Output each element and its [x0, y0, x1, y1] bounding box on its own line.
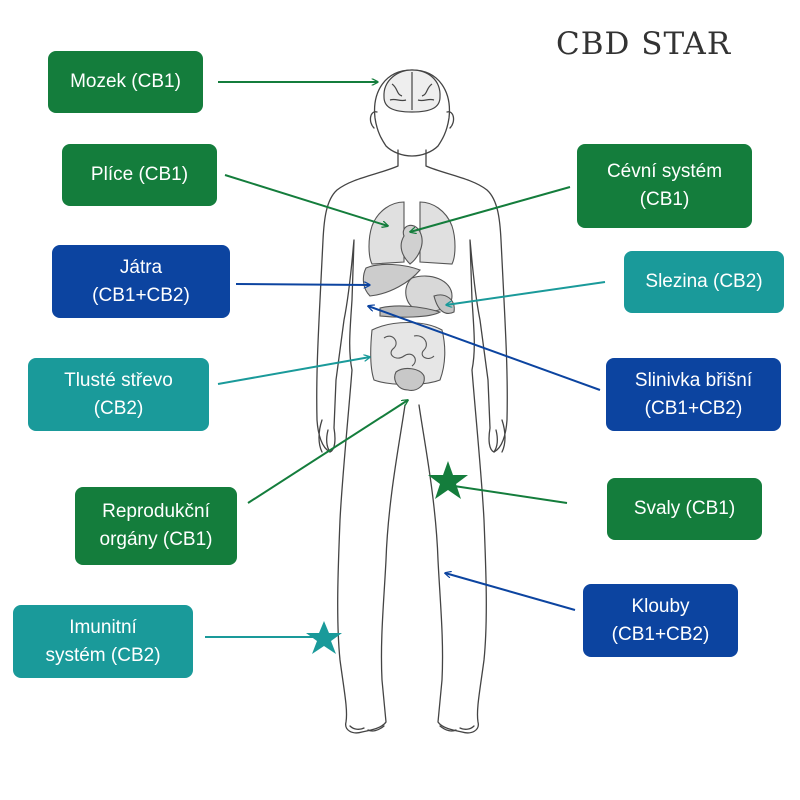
brain-icon	[383, 69, 441, 113]
body-left	[316, 149, 406, 734]
label-text: Slinivka břišní	[634, 369, 753, 391]
label-text: Tlusté střevo	[64, 369, 173, 391]
label-immune-system: Imunitní systém (CB2)	[13, 605, 193, 678]
body-right	[418, 149, 508, 734]
label-spleen: Slezina (CB2)	[624, 251, 784, 313]
label-joints: Klouby (CB1+CB2)	[583, 584, 738, 657]
label-text: systém (CB2)	[45, 644, 161, 666]
ear-right	[446, 111, 455, 129]
liver-icon	[362, 263, 421, 297]
arrow-plice	[224, 174, 388, 226]
arrow-svaly	[453, 485, 568, 504]
label-brain: Mozek (CB1)	[48, 51, 203, 113]
lung-left	[368, 201, 405, 265]
foot-left	[349, 725, 385, 732]
label-lungs: Plíce (CB1)	[62, 144, 217, 206]
spleen-icon	[433, 294, 455, 314]
lungs-icon	[368, 201, 456, 265]
pancreas-icon	[379, 305, 442, 318]
lung-right	[419, 201, 456, 265]
arrow-klouby	[445, 573, 576, 611]
label-text: Slezina (CB2)	[645, 271, 763, 292]
label-colon: Tlusté střevo (CB2)	[28, 358, 209, 431]
label-text: Imunitní	[69, 616, 137, 638]
arrow-slinivka	[368, 306, 601, 391]
label-vascular-system: Cévní systém (CB1)	[577, 144, 752, 228]
label-text: Mozek (CB1)	[70, 71, 181, 92]
label-text: Reprodukční	[102, 501, 210, 522]
body-outline	[316, 69, 508, 734]
label-text: Klouby	[631, 595, 690, 617]
star-immune-icon	[306, 621, 342, 654]
label-muscles: Svaly (CB1)	[607, 478, 762, 540]
star-muscle-icon	[428, 461, 468, 499]
arrow-tluste	[217, 357, 370, 385]
heart-icon	[400, 224, 423, 265]
label-text: (CB2)	[93, 397, 144, 419]
colon-icon	[370, 322, 446, 385]
label-text: orgány (CB1)	[99, 529, 213, 550]
arrow-slezina	[446, 281, 606, 305]
intestines-icon	[370, 322, 446, 391]
bladder-icon	[394, 367, 425, 391]
arrow-jatra	[235, 284, 370, 285]
label-text: Svaly (CB1)	[633, 498, 736, 519]
label-text: Cévní systém	[606, 161, 723, 182]
pointer-arrows	[205, 82, 606, 638]
abdomen-organs-icon	[362, 263, 455, 318]
label-text: (CB1)	[639, 189, 690, 210]
label-text: (CB1+CB2)	[611, 623, 710, 645]
label-reproductive-organs: Reprodukční orgány (CB1)	[75, 487, 237, 565]
label-text: Plíce (CB1)	[90, 164, 189, 185]
label-text: (CB1+CB2)	[644, 397, 743, 419]
arrow-reprodukcni	[247, 400, 408, 504]
hand-right	[493, 419, 506, 453]
label-text: Játra	[119, 256, 163, 278]
head-outline	[373, 69, 451, 157]
foot-right	[439, 725, 475, 732]
label-liver: Játra (CB1+CB2)	[52, 245, 230, 318]
label-text: (CB1+CB2)	[92, 284, 190, 306]
ear-left	[369, 111, 378, 129]
label-pancreas: Slinivka břišní (CB1+CB2)	[606, 358, 781, 431]
arrow-cevni	[410, 186, 571, 232]
brand-logo: CBD STAR	[556, 26, 732, 62]
